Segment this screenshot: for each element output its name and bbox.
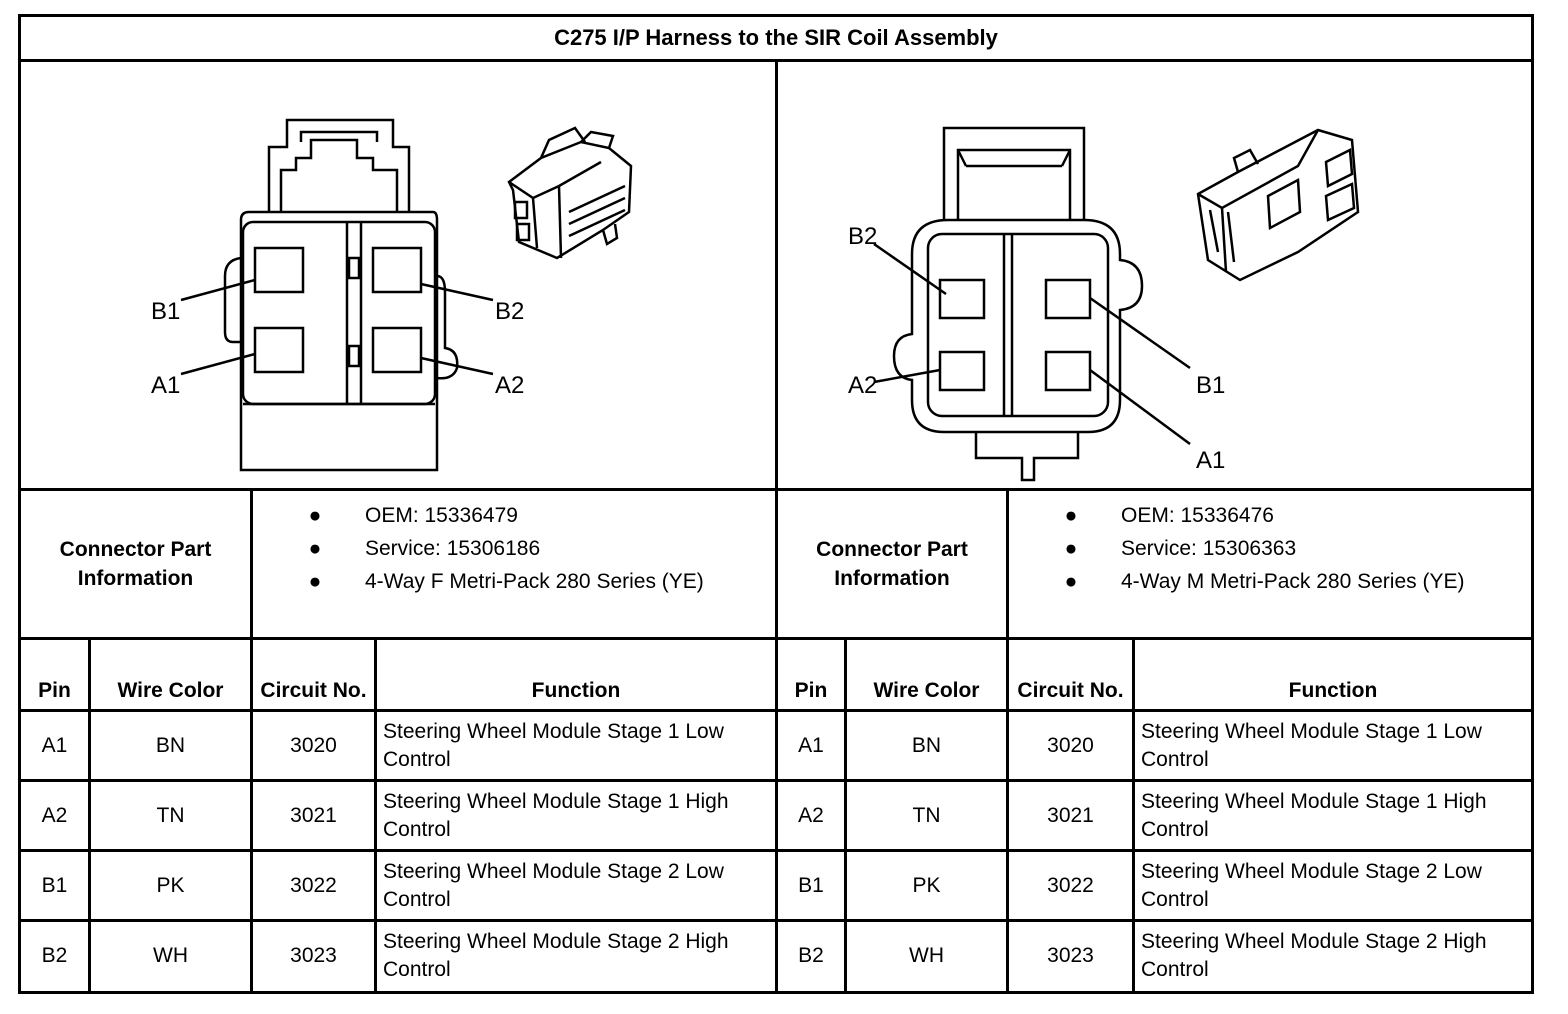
right-row-3-pin: B1	[798, 873, 824, 897]
left-label-a2: A2	[495, 372, 524, 399]
right-col-rule-2	[1006, 637, 1009, 991]
left-col-rule-2	[250, 637, 253, 991]
right-col-rule-3	[1132, 637, 1135, 991]
left-info-item-oem: ●OEM: 15336479	[307, 499, 704, 532]
left-info-item-description: ●4-Way F Metri-Pack 280 Series (YE)	[307, 565, 704, 598]
left-row-1-wire: BN	[155, 733, 186, 757]
right-row-4-circuit: 3023	[1047, 943, 1094, 967]
right-row-3-function: Steering Wheel Module Stage 2 Low Contro…	[1141, 859, 1482, 911]
right-label-a2: A2	[848, 372, 877, 399]
left-info-label: Connector Part Information	[59, 538, 212, 590]
right-header-wire-color: Wire Color	[873, 679, 980, 702]
left-row-3-circuit: 3022	[290, 873, 337, 897]
left-col-rule-1	[88, 637, 91, 991]
right-row-4-wire: WH	[909, 943, 944, 967]
left-row-3-wire: PK	[156, 873, 185, 897]
left-row-2-pin: A2	[41, 803, 68, 827]
right-info-item-service: ●Service: 15306363	[1063, 532, 1464, 565]
left-info-item-service: ●Service: 15306186	[307, 532, 704, 565]
bullet-icon: ●	[308, 504, 322, 527]
bullet-icon: ●	[1064, 570, 1078, 593]
left-header-function: Function	[531, 679, 621, 702]
left-header-wire-color: Wire Color	[117, 679, 224, 702]
diagram-bottom-rule	[21, 488, 1531, 491]
right-info-label: Connector Part Information	[816, 538, 968, 590]
right-col-rule-1	[844, 637, 847, 991]
center-divider	[775, 62, 778, 991]
bullet-icon: ●	[308, 537, 322, 560]
right-row-3-wire: PK	[912, 873, 941, 897]
bullet-icon: ●	[1064, 537, 1078, 560]
right-row-4-pin: B2	[798, 943, 824, 967]
left-label-a1: A1	[151, 372, 180, 399]
left-col-rule-3	[374, 637, 377, 991]
left-row-1-pin: A1	[41, 733, 68, 757]
right-row-4-function: Steering Wheel Module Stage 2 High Contr…	[1141, 929, 1487, 981]
left-row-2-function: Steering Wheel Module Stage 1 High Contr…	[383, 789, 729, 841]
left-row-4-wire: WH	[153, 943, 188, 967]
left-row-4-circuit: 3023	[290, 943, 337, 967]
right-connector-diagram: B2 A2 B1 A1	[848, 126, 1360, 482]
right-row-1-circuit: 3020	[1047, 733, 1094, 757]
info-bottom-rule	[21, 637, 1531, 640]
header-bottom-rule	[21, 709, 1531, 712]
row-rule-3	[21, 919, 1531, 922]
right-info-item-oem: ●OEM: 15336476	[1063, 499, 1464, 532]
left-row-1-circuit: 3020	[290, 733, 337, 757]
left-row-3-function: Steering Wheel Module Stage 2 Low Contro…	[383, 859, 724, 911]
right-row-2-wire: TN	[912, 803, 941, 827]
left-row-4-pin: B2	[41, 943, 68, 967]
right-row-2-function: Steering Wheel Module Stage 1 High Contr…	[1141, 789, 1487, 841]
left-header-pin: Pin	[38, 679, 71, 702]
right-row-1-pin: A1	[798, 733, 824, 757]
row-rule-2	[21, 849, 1531, 852]
right-header-function: Function	[1288, 679, 1378, 702]
right-label-a1: A1	[1196, 447, 1225, 474]
connector-sheet: C275 I/P Harness to the SIR Coil Assembl…	[18, 14, 1534, 994]
bullet-icon: ●	[1064, 504, 1078, 527]
left-connector-diagram: B1 A1 B2 A2	[151, 118, 633, 472]
right-row-1-wire: BN	[911, 733, 942, 757]
right-info-divider	[1006, 488, 1009, 640]
right-row-2-pin: A2	[798, 803, 824, 827]
left-row-2-circuit: 3021	[290, 803, 337, 827]
right-row-1-function: Steering Wheel Module Stage 1 Low Contro…	[1141, 719, 1482, 771]
left-label-b1: B1	[151, 298, 180, 325]
bullet-icon: ●	[308, 570, 322, 593]
right-header-pin: Pin	[794, 679, 828, 702]
left-row-1-function: Steering Wheel Module Stage 1 Low Contro…	[383, 719, 724, 771]
right-info-list: ●OEM: 15336476 ●Service: 15306363 ●4-Way…	[1063, 499, 1465, 598]
left-row-4-function: Steering Wheel Module Stage 2 High Contr…	[383, 929, 729, 981]
right-row-3-circuit: 3022	[1047, 873, 1094, 897]
row-rule-1	[21, 779, 1531, 782]
sheet-title: C275 I/P Harness to the SIR Coil Assembl…	[21, 17, 1531, 62]
left-row-2-wire: TN	[156, 803, 185, 827]
left-row-3-pin: B1	[41, 873, 68, 897]
right-header-circuit: Circuit No.	[1017, 679, 1124, 702]
left-info-divider	[250, 488, 253, 640]
left-header-circuit: Circuit No.	[260, 679, 367, 702]
left-label-b2: B2	[495, 298, 524, 325]
right-label-b1: B1	[1196, 372, 1225, 399]
right-info-item-description: ●4-Way M Metri-Pack 280 Series (YE)	[1063, 565, 1465, 598]
left-info-list: ●OEM: 15336479 ●Service: 15306186 ●4-Way…	[307, 499, 704, 598]
right-row-2-circuit: 3021	[1047, 803, 1094, 827]
right-label-b2: B2	[848, 223, 877, 250]
